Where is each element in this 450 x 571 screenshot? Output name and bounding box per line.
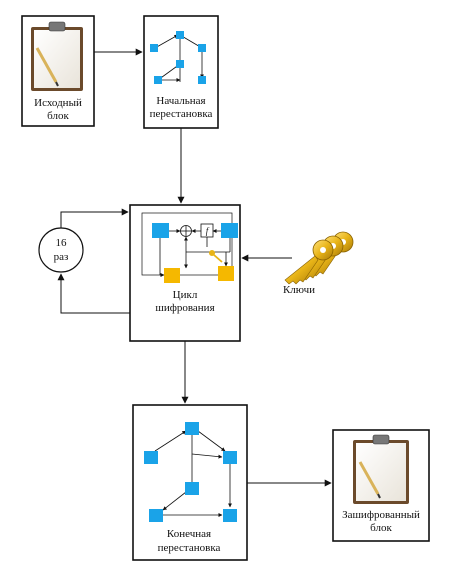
rounds-unit: раз: [54, 251, 69, 263]
initial-perm-label-line1: Начальная: [156, 95, 205, 107]
final-perm-label-line2: перестановка: [158, 542, 221, 554]
permutation-graph-icon: [150, 31, 206, 84]
keys-label: Ключи: [283, 284, 315, 296]
cycle-label-line2: шифрования: [155, 302, 214, 314]
encrypted-label-line1: Зашифрованный: [342, 509, 420, 521]
source-label-line1: Исходный: [34, 97, 82, 109]
encrypted-label-line2: блок: [370, 522, 392, 534]
encrypted-block: Зашифрованный блок: [332, 429, 430, 542]
initial-permutation-block: Начальная перестановка: [143, 15, 219, 129]
source-label-line2: блок: [47, 110, 69, 122]
keys-icon: [284, 231, 354, 285]
rounds-count: 16: [56, 237, 68, 249]
clipboard-icon: [353, 434, 409, 504]
source-block: Исходный блок: [21, 15, 95, 127]
small-key-icon: [209, 250, 223, 263]
loop-arrow-in: [60, 208, 129, 228]
round-function-symbol: f: [206, 226, 210, 236]
initial-perm-label-line2: перестановка: [150, 108, 213, 120]
loop-arrow-out: [57, 273, 130, 314]
clipboard-icon: [31, 21, 83, 91]
final-perm-label-line1: Конечная: [167, 528, 211, 540]
cipher-cycle-block: f Цикл шифрования: [129, 204, 241, 342]
rounds-counter: 16 раз: [38, 227, 84, 273]
permutation-graph-icon: [144, 422, 237, 522]
final-permutation-block: Конечная перестановка: [132, 404, 248, 561]
feistel-round-icon: f: [141, 212, 238, 283]
cycle-label-line1: Цикл: [173, 289, 198, 301]
